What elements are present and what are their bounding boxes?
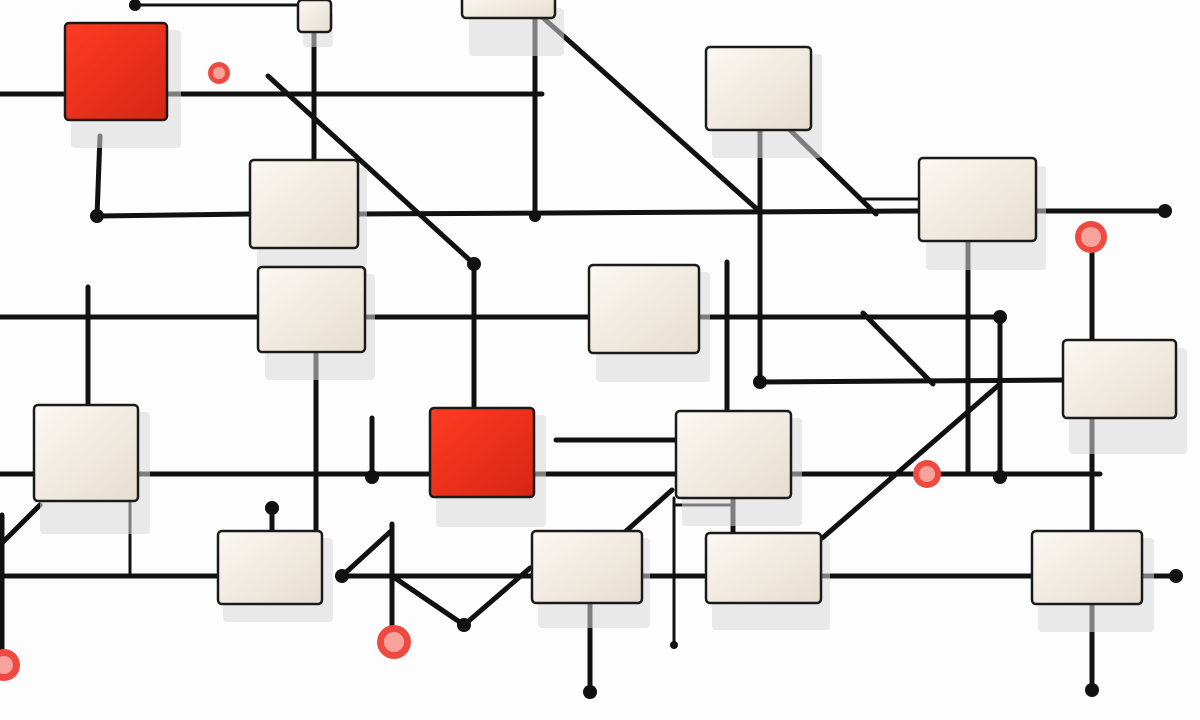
wire <box>94 211 254 219</box>
port-layer <box>0 62 1107 681</box>
port-marker[interactable] <box>913 460 941 488</box>
node-layer <box>32 0 1187 632</box>
junction-dot <box>265 501 279 515</box>
node-block[interactable] <box>674 409 793 500</box>
node-block[interactable] <box>704 45 813 132</box>
port-marker[interactable] <box>377 625 411 659</box>
junction-dot <box>670 641 678 649</box>
junction-dot <box>335 569 349 583</box>
wire-layer <box>0 3 1179 695</box>
node-block[interactable] <box>1061 338 1178 420</box>
junction-dot <box>529 210 541 222</box>
junction-dot <box>365 470 379 484</box>
port-marker[interactable] <box>208 62 230 84</box>
port-marker[interactable] <box>0 649 20 681</box>
junction-dot <box>90 209 104 223</box>
junction-dot <box>993 310 1007 324</box>
wire <box>461 565 533 628</box>
wire <box>860 310 936 387</box>
wire <box>817 381 1003 543</box>
wire <box>389 573 467 628</box>
node-block[interactable] <box>256 265 367 354</box>
wire <box>757 377 1068 385</box>
junction-dot <box>1158 204 1172 218</box>
port-marker[interactable] <box>1075 221 1107 253</box>
wire <box>94 133 103 219</box>
junction-dot <box>993 470 1007 484</box>
wire <box>339 529 393 579</box>
junction-dot <box>1169 569 1183 583</box>
wire <box>622 487 675 535</box>
node-block[interactable] <box>32 403 140 503</box>
junction-dot <box>583 685 597 699</box>
node-block[interactable] <box>587 263 701 355</box>
node-block[interactable] <box>704 531 823 605</box>
junction-dot <box>753 375 767 389</box>
wire <box>537 12 761 213</box>
node-block[interactable] <box>460 0 557 20</box>
node-block[interactable] <box>296 0 333 34</box>
junction-dot <box>1085 683 1099 697</box>
node-block-active[interactable] <box>428 406 536 499</box>
junction-dot <box>467 257 481 271</box>
wire <box>0 502 43 548</box>
node-block[interactable] <box>917 156 1038 243</box>
wire <box>265 73 477 267</box>
node-block[interactable] <box>530 529 644 605</box>
junction-layer <box>90 0 1183 699</box>
node-block-active[interactable] <box>63 21 169 122</box>
junction-dot <box>457 618 471 632</box>
node-block[interactable] <box>216 529 324 606</box>
node-block[interactable] <box>1030 529 1144 606</box>
node-block[interactable] <box>248 158 360 250</box>
wire <box>355 208 923 217</box>
node-shadow <box>469 8 564 56</box>
junction-dot <box>129 0 141 11</box>
